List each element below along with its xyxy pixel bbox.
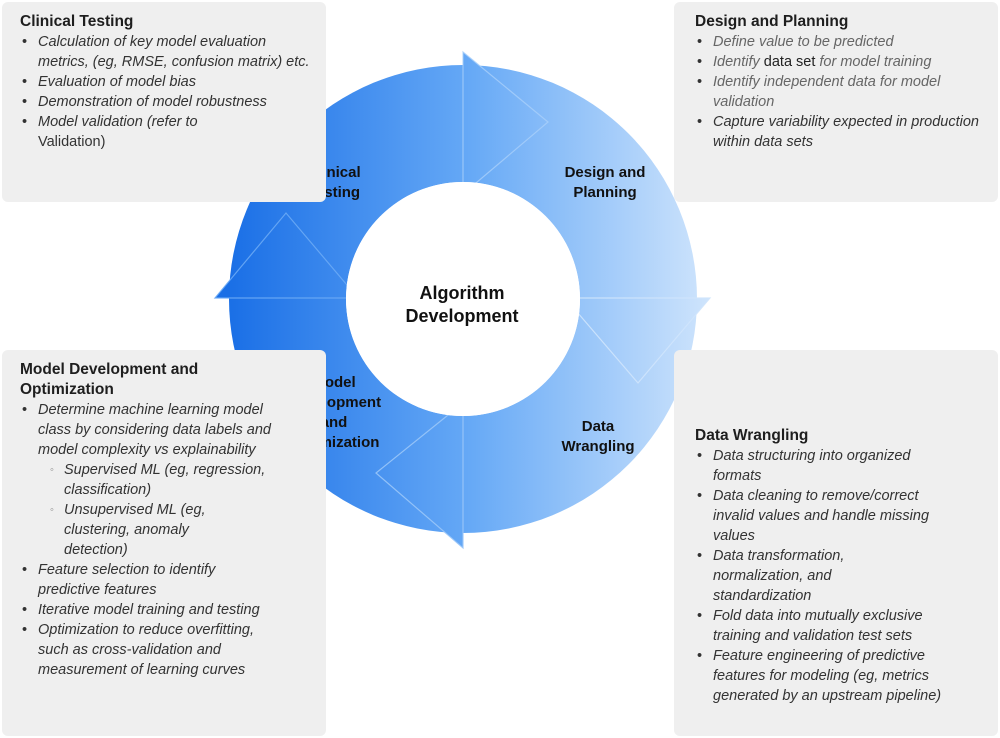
bullet-list: Calculation of key model evaluation metr…	[20, 32, 312, 152]
center-hole	[346, 182, 580, 416]
list-item: Feature selection to identify predictive…	[22, 560, 258, 600]
list-item: Calculation of key model evaluation metr…	[22, 32, 312, 72]
list-item: Data cleaning to remove/correct invalid …	[697, 486, 963, 546]
center-label: Algorithm Development	[405, 283, 519, 326]
list-item: Feature engineering of predictive featur…	[697, 646, 963, 706]
list-item: Determine machine learning model class b…	[22, 400, 292, 460]
stage-label-data-wrangling: Data Wrangling	[561, 418, 635, 455]
sub-list-item: Unsupervised ML (eg, clustering, anomaly…	[50, 500, 214, 560]
sub-list-item: Supervised ML (eg, regression, classific…	[50, 460, 292, 500]
box-title: Design and Planning	[695, 13, 849, 30]
list-item: Identify independent data for model vali…	[697, 72, 984, 112]
bullet-list: Determine machine learning model class b…	[20, 400, 312, 680]
stage-label-design-planning: Design and Planning	[564, 164, 646, 201]
arrow-to-clinical-testing	[213, 212, 360, 299]
model-development-box: Model Development and Optimization Deter…	[2, 350, 326, 736]
box-title: Model Development and Optimization	[20, 361, 199, 398]
clinical-testing-box: Clinical Testing Calculation of key mode…	[2, 2, 326, 202]
arrow-to-model-development	[375, 401, 464, 550]
data-wrangling-box: Data Wrangling Data structuring into org…	[674, 350, 998, 736]
design-planning-box: Design and Planning Define value to be p…	[674, 2, 998, 202]
list-item: Fold data into mutually exclusive traini…	[697, 606, 973, 646]
list-item: Data structuring into organized formats	[697, 446, 958, 486]
list-item: Data transformation, normalization, and …	[697, 546, 873, 606]
box-title: Data Wrangling	[695, 427, 809, 444]
bullet-list: Define value to be predicted Identify da…	[695, 32, 984, 152]
arrow-to-design-planning	[462, 50, 549, 196]
list-item: Identify data set for model training	[697, 52, 984, 72]
list-item: Demonstration of model robustness	[22, 92, 312, 112]
list-item: Define value to be predicted	[697, 32, 984, 52]
list-item: Iterative model training and testing	[22, 600, 292, 620]
bullet-list: Data structuring into organized formats …	[695, 446, 984, 706]
list-item: Evaluation of model bias	[22, 72, 312, 92]
list-item: Optimization to reduce overfitting, such…	[22, 620, 288, 680]
list-item: Capture variability expected in producti…	[697, 112, 984, 152]
arrow-to-data-wrangling	[563, 297, 712, 384]
box-title: Clinical Testing	[20, 13, 134, 30]
